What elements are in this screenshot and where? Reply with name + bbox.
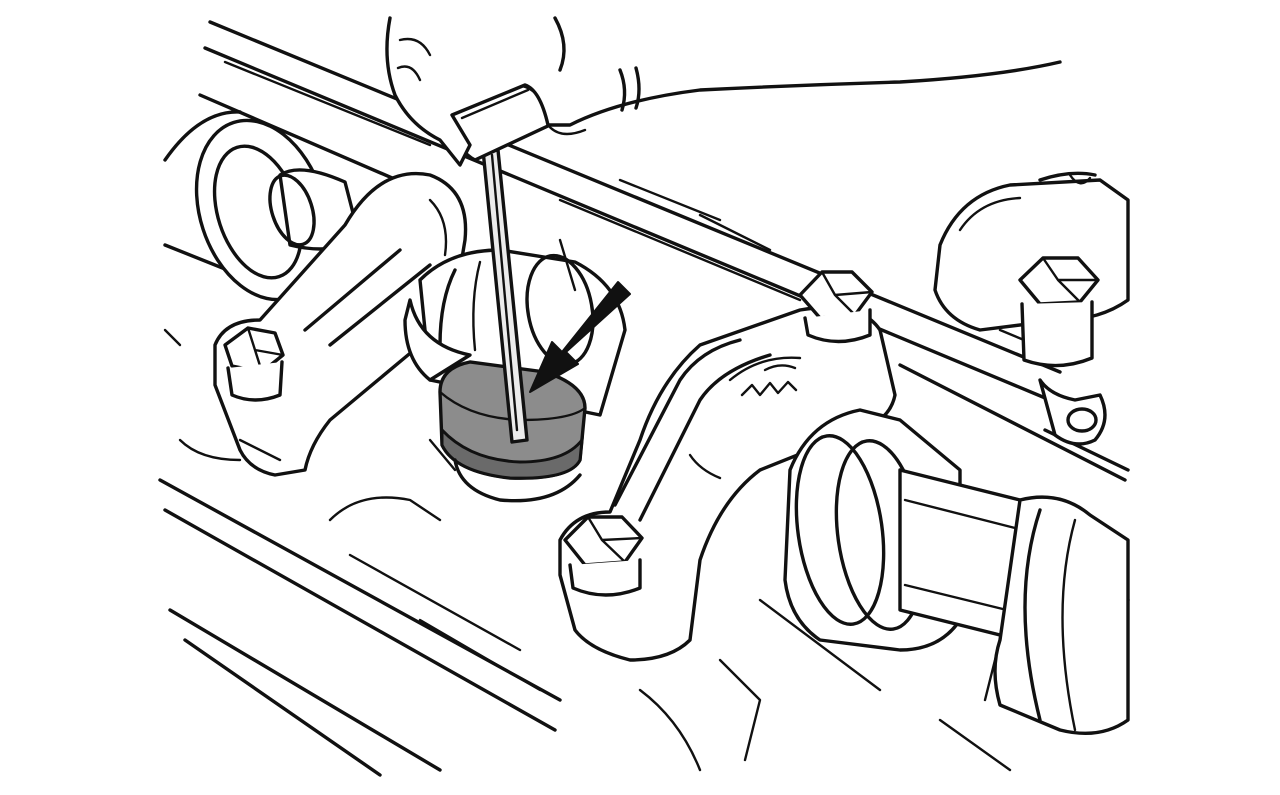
- hex-bolt-center-top: [798, 270, 874, 344]
- hex-bolt-right: [1018, 256, 1100, 368]
- center-bearing-cap: [558, 305, 897, 662]
- arrow-icon: [529, 281, 631, 393]
- hex-bolt-left: [223, 326, 285, 402]
- hand: [385, 16, 1062, 167]
- hex-bolt-center-bottom: [563, 515, 644, 597]
- left-bearing-cap: [213, 171, 468, 477]
- detail-strokes: [163, 178, 772, 462]
- right-camshaft: [783, 408, 1130, 736]
- screwdriver: [448, 83, 552, 444]
